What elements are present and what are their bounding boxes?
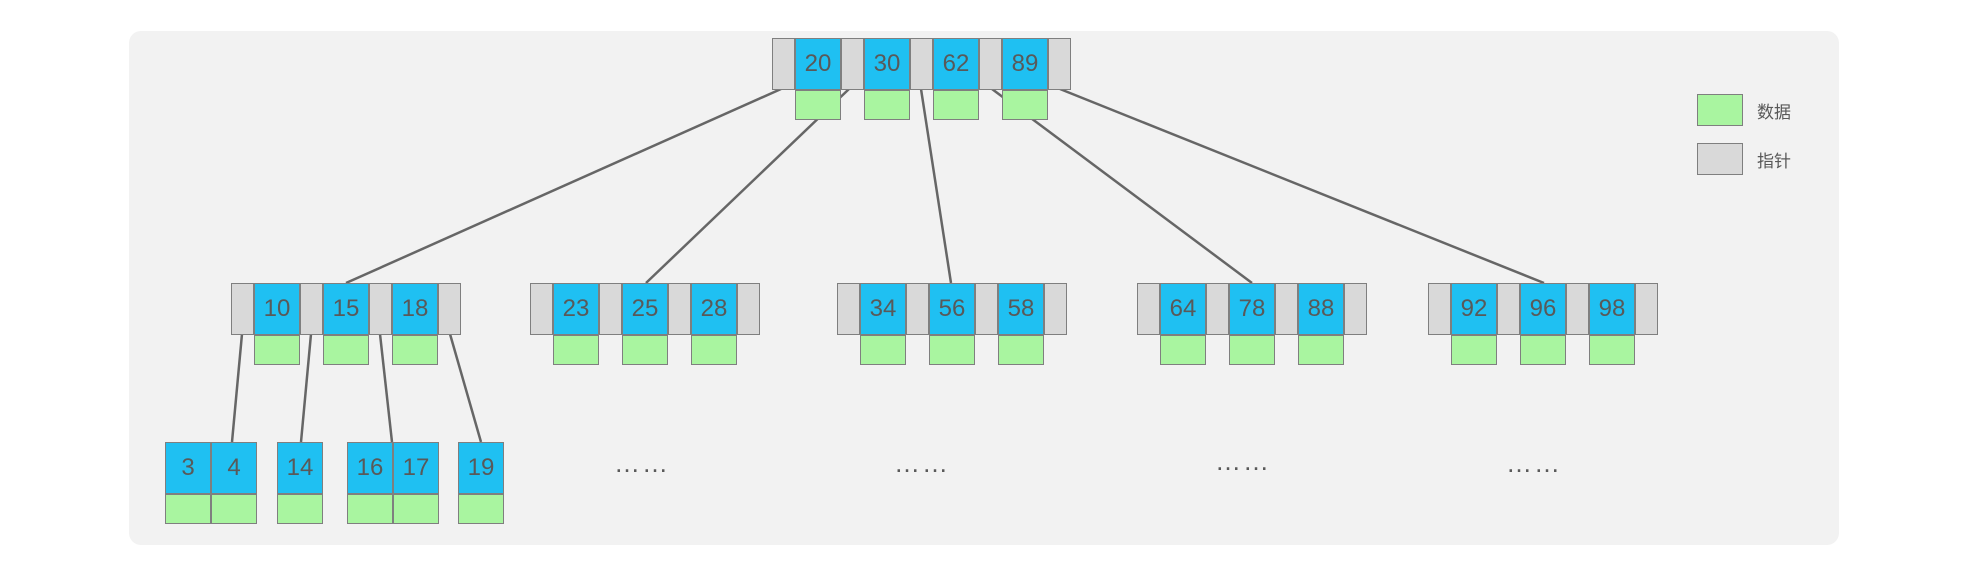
legend-pointer-label: 指针: [1757, 152, 1791, 172]
leaf-node-1-data: [165, 494, 211, 524]
level2-node-3-pointer-0: [837, 283, 860, 335]
leaf-node-3-key: 17: [393, 442, 439, 494]
level2-node-3-data: [998, 335, 1044, 365]
level2-node-3-key: 58: [998, 283, 1044, 335]
root-node-data: [795, 90, 841, 120]
level2-node-2-key: 28: [691, 283, 737, 335]
root-node-pointer-1: [841, 38, 864, 90]
ellipsis-3: ……: [1215, 446, 1271, 476]
level2-node-4-pointer-2: [1275, 283, 1298, 335]
root-node-data: [864, 90, 910, 120]
level2-node-2-pointer-0: [530, 283, 553, 335]
level2-node-1-pointer-3: [438, 283, 461, 335]
ellipsis-2: ……: [894, 448, 950, 478]
level2-node-4-pointer-1: [1206, 283, 1229, 335]
level2-node-4-data: [1160, 335, 1206, 365]
leaf-node-4-data: [458, 494, 504, 524]
level2-node-3-pointer-2: [975, 283, 998, 335]
ellipsis-1: ……: [614, 448, 670, 478]
root-node-pointer-0: [772, 38, 795, 90]
legend-pointer-swatch: [1697, 143, 1743, 175]
level2-node-1-pointer-2: [369, 283, 392, 335]
level2-node-1-key: 15: [323, 283, 369, 335]
level2-node-4-key: 88: [1298, 283, 1344, 335]
level2-node-5-data: [1520, 335, 1566, 365]
root-node-key: 30: [864, 38, 910, 90]
leaf-node-1-key: 3: [165, 442, 211, 494]
level2-node-2-pointer-3: [737, 283, 760, 335]
legend-data-swatch: [1697, 94, 1743, 126]
leaf-node-3-key: 16: [347, 442, 393, 494]
level2-node-2-key: 23: [553, 283, 599, 335]
level2-node-1-key: 10: [254, 283, 300, 335]
ellipsis-4: ……: [1506, 448, 1562, 478]
level2-node-3-data: [929, 335, 975, 365]
level2-node-1-pointer-0: [231, 283, 254, 335]
level2-node-3-key: 56: [929, 283, 975, 335]
leaf-node-3-data: [393, 494, 439, 524]
level2-node-5-key: 92: [1451, 283, 1497, 335]
level2-node-2-data: [691, 335, 737, 365]
level2-node-5-pointer-2: [1566, 283, 1589, 335]
level2-node-5-pointer-0: [1428, 283, 1451, 335]
root-node-data: [933, 90, 979, 120]
root-node-key: 20: [795, 38, 841, 90]
level2-node-2-data: [553, 335, 599, 365]
level2-node-4-data: [1298, 335, 1344, 365]
level2-node-2-data: [622, 335, 668, 365]
root-node-pointer-4: [1048, 38, 1071, 90]
level2-node-1-data: [254, 335, 300, 365]
leaf-node-2-data: [277, 494, 323, 524]
level2-node-3-pointer-1: [906, 283, 929, 335]
level2-node-1-key: 18: [392, 283, 438, 335]
root-node-data: [1002, 90, 1048, 120]
level2-node-3-data: [860, 335, 906, 365]
level2-node-2-pointer-1: [599, 283, 622, 335]
level2-node-2-key: 25: [622, 283, 668, 335]
leaf-node-1-key: 4: [211, 442, 257, 494]
level2-node-4-data: [1229, 335, 1275, 365]
level2-node-4-pointer-3: [1344, 283, 1367, 335]
leaf-node-2-key: 14: [277, 442, 323, 494]
root-node-key: 62: [933, 38, 979, 90]
level2-node-1-data: [392, 335, 438, 365]
legend-data-label: 数据: [1757, 103, 1791, 123]
level2-node-4-key: 78: [1229, 283, 1275, 335]
level2-node-1-data: [323, 335, 369, 365]
level2-node-5-pointer-1: [1497, 283, 1520, 335]
level2-node-4-pointer-0: [1137, 283, 1160, 335]
level2-node-5-pointer-3: [1635, 283, 1658, 335]
level2-node-2-pointer-2: [668, 283, 691, 335]
leaf-node-1-data: [211, 494, 257, 524]
level2-node-5-key: 96: [1520, 283, 1566, 335]
root-node-pointer-2: [910, 38, 933, 90]
level2-node-5-data: [1589, 335, 1635, 365]
root-node-pointer-3: [979, 38, 1002, 90]
level2-node-4-key: 64: [1160, 283, 1206, 335]
level2-node-5-key: 98: [1589, 283, 1635, 335]
leaf-node-3-data: [347, 494, 393, 524]
level2-node-3-pointer-3: [1044, 283, 1067, 335]
level2-node-1-pointer-1: [300, 283, 323, 335]
level2-node-5-data: [1451, 335, 1497, 365]
root-node-key: 89: [1002, 38, 1048, 90]
leaf-node-4-key: 19: [458, 442, 504, 494]
level2-node-3-key: 34: [860, 283, 906, 335]
